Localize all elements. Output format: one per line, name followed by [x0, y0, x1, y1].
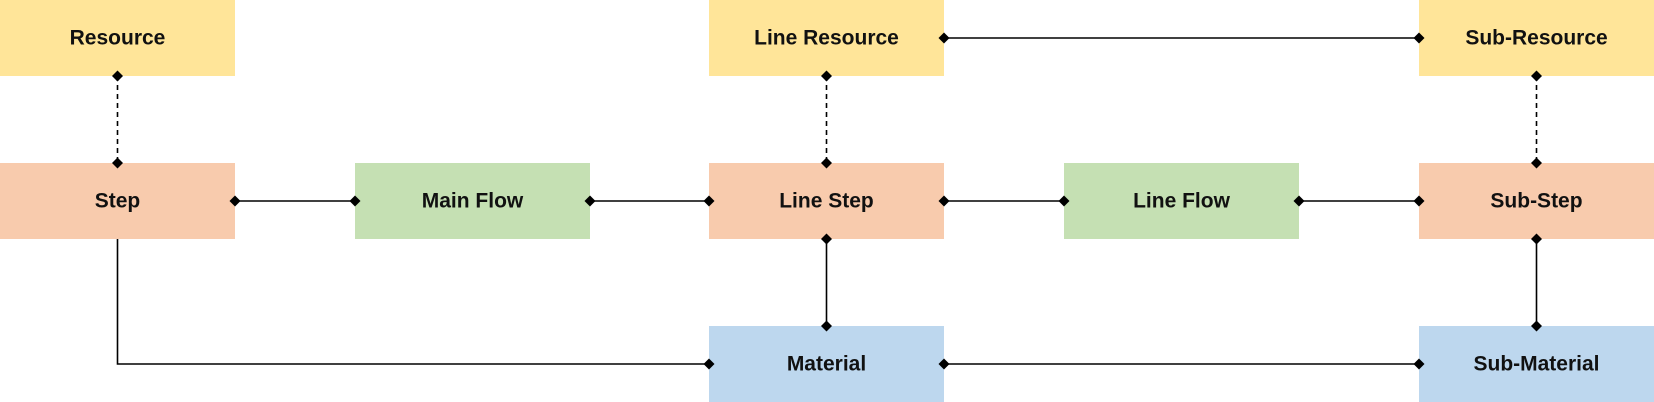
diamond-marker-line-resource-to-line-step-1 [821, 157, 832, 169]
connectors [116, 37, 1538, 365]
diamond-marker-step-to-main-flow-0 [229, 195, 241, 207]
diamond-marker-line-step-to-line-flow-0 [938, 195, 950, 207]
diamond-marker-main-flow-to-line-step-1 [703, 195, 715, 207]
node-main-flow-box [355, 163, 590, 239]
node-sub-resource-box [1419, 0, 1654, 76]
diamond-marker-line-step-to-line-flow-1 [1058, 195, 1070, 207]
node-main-flow: Main Flow [355, 163, 590, 239]
node-main-flow-label: Main Flow [422, 190, 524, 213]
diamond-marker-step-to-main-flow-1 [349, 195, 361, 207]
diamond-marker-line-step-to-material-1 [821, 320, 832, 332]
node-sub-step-label: Sub-Step [1490, 190, 1582, 213]
node-sub-resource-label: Sub-Resource [1465, 27, 1607, 50]
diamond-marker-main-flow-to-line-step-0 [584, 195, 596, 207]
node-sub-resource: Sub-Resource [1419, 0, 1654, 76]
diamond-marker-material-to-sub-material-0 [938, 358, 950, 370]
diamond-marker-material-to-sub-material-1 [1413, 358, 1425, 370]
node-sub-material-label: Sub-Material [1473, 353, 1599, 376]
diamond-marker-resource-to-step-0 [112, 70, 123, 82]
node-step: Step [0, 163, 235, 239]
node-line-step-label: Line Step [779, 190, 874, 213]
node-line-flow-box [1064, 163, 1299, 239]
node-line-flow-label: Line Flow [1133, 190, 1230, 213]
node-sub-step-box [1419, 163, 1654, 239]
diamond-marker-sub-resource-to-sub-step-1 [1531, 157, 1542, 169]
node-line-flow: Line Flow [1064, 163, 1299, 239]
node-step-label: Step [95, 190, 141, 213]
diamond-marker-sub-step-to-sub-material-1 [1531, 320, 1542, 332]
node-material-label: Material [787, 353, 866, 376]
node-line-step-box [709, 163, 944, 239]
diamond-marker-sub-resource-to-sub-step-0 [1531, 70, 1542, 82]
diamond-marker-resource-to-step-1 [112, 157, 123, 169]
connector-step-to-material [116, 239, 709, 365]
diamond-marker-line-resource-to-line-step-0 [821, 70, 832, 82]
node-line-resource-label: Line Resource [754, 27, 899, 50]
diamond-marker-line-flow-to-sub-step-0 [1293, 195, 1305, 207]
node-sub-material: Sub-Material [1419, 326, 1654, 402]
diamond-marker-line-resource-to-sub-resource-1 [1413, 32, 1425, 44]
node-line-resource: Line Resource [709, 0, 944, 76]
diamond-marker-line-step-to-material-0 [821, 233, 832, 245]
node-material-box [709, 326, 944, 402]
node-material: Material [709, 326, 944, 402]
node-sub-step: Sub-Step [1419, 163, 1654, 239]
node-resource: Resource [0, 0, 235, 76]
diamond-marker-line-resource-to-sub-resource-0 [938, 32, 950, 44]
diamond-marker-sub-step-to-sub-material-0 [1531, 233, 1542, 245]
connector-markers [112, 32, 1542, 370]
node-resource-box [0, 0, 235, 76]
node-sub-material-box [1419, 326, 1654, 402]
node-resource-label: Resource [70, 27, 166, 50]
node-step-box [0, 163, 235, 239]
node-line-step: Line Step [709, 163, 944, 239]
diamond-marker-step-to-material-0 [703, 358, 715, 370]
node-line-resource-box [709, 0, 944, 76]
diamond-marker-line-flow-to-sub-step-1 [1413, 195, 1425, 207]
